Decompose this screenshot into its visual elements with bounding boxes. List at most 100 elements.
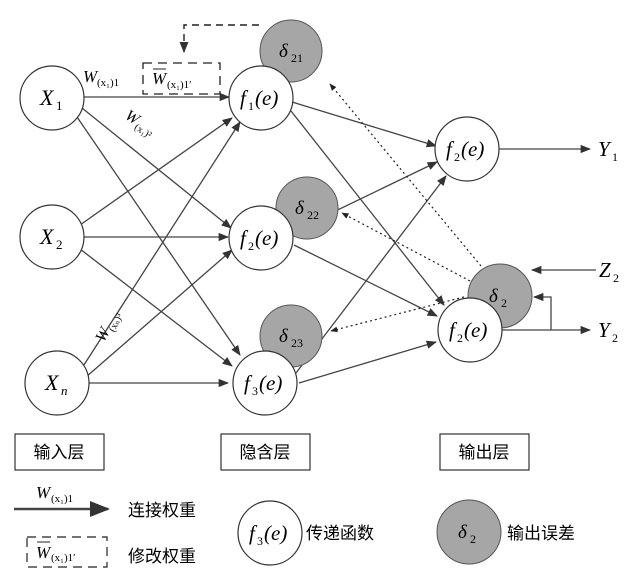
svg-text:f: f xyxy=(449,318,458,342)
label-z2: Z 2 xyxy=(599,258,619,285)
dashed-feedback-arrow xyxy=(179,24,259,54)
svg-text:X: X xyxy=(39,85,55,110)
node-x1: X 1 xyxy=(19,65,85,131)
error-backprop-arrows xyxy=(329,83,482,333)
svg-text:传递函数: 传递函数 xyxy=(306,524,374,544)
layer-label-output: 输出层 xyxy=(439,433,530,471)
conn-h1-o2 xyxy=(290,110,445,306)
legend-output-error: δ 2 输出误差 xyxy=(436,499,575,565)
legend-transfer-function: f 3 (e) 传递函数 xyxy=(237,500,374,566)
input-hidden-connections xyxy=(76,92,241,388)
node-xn: X n xyxy=(24,350,90,416)
svg-text:3: 3 xyxy=(252,384,258,398)
legend-modified-weight: W (x₁)1′ 修改权重 xyxy=(26,536,196,568)
svg-text:(e): (e) xyxy=(461,137,484,161)
legend-connection-weight: W (x₁)1 连接权重 xyxy=(14,483,196,521)
svg-text:23: 23 xyxy=(291,336,303,350)
svg-text:2: 2 xyxy=(612,331,618,345)
arrow-y2-feedback xyxy=(532,292,552,330)
svg-text:W: W xyxy=(83,67,99,86)
svg-text:(xₙ)³: (xₙ)³ xyxy=(107,312,126,334)
weight-label-x1-1: W (x₁)1 xyxy=(83,67,119,89)
svg-text:2: 2 xyxy=(457,331,463,345)
svg-text:(e): (e) xyxy=(259,371,282,395)
svg-text:21: 21 xyxy=(291,51,303,65)
weight-label-x1-2: W (x₁)² xyxy=(122,107,154,141)
conn-h2-o2 xyxy=(293,244,438,317)
conn-h1-o1 xyxy=(291,101,437,148)
node-o2: f 2 (e) xyxy=(437,297,503,363)
node-x2: X 2 xyxy=(19,204,85,270)
conn-x1-h3 xyxy=(76,116,241,356)
backprop-d2-d22 xyxy=(341,212,471,282)
svg-text:n: n xyxy=(61,383,68,398)
layer-label-input: 输入层 xyxy=(14,433,105,471)
weight-label-xn-3: W (xₙ)³ xyxy=(93,312,126,345)
node-h2: f 2 (e) xyxy=(228,205,294,271)
svg-text:f: f xyxy=(244,371,253,395)
svg-text:δ: δ xyxy=(279,326,289,347)
svg-text:2: 2 xyxy=(56,237,63,252)
modified-weight-box xyxy=(142,62,221,95)
svg-text:3: 3 xyxy=(257,534,263,548)
legend: W (x₁)1 连接权重 W (x₁)1′ 修改权重 f 3 (e) 传递函数 … xyxy=(14,483,575,568)
layer-label-hidden: 隐含层 xyxy=(220,433,311,471)
conn-x1-h2 xyxy=(81,107,232,229)
svg-text:Y: Y xyxy=(598,318,612,342)
svg-text:f: f xyxy=(240,226,249,250)
svg-text:δ: δ xyxy=(489,286,499,307)
legend-dashed-box xyxy=(26,536,108,568)
node-h1: f 1 (e) xyxy=(228,65,294,131)
svg-text:2: 2 xyxy=(248,239,254,253)
conn-x2-h3 xyxy=(79,248,233,367)
svg-text:2: 2 xyxy=(613,271,619,285)
svg-text:(x₁)1′: (x₁)1′ xyxy=(167,79,192,91)
svg-text:连接权重: 连接权重 xyxy=(128,501,196,521)
svg-text:W: W xyxy=(152,69,168,88)
svg-text:W: W xyxy=(36,483,52,502)
conn-h3-o2 xyxy=(298,340,437,384)
node-h3: f 3 (e) xyxy=(232,350,298,416)
svg-text:2: 2 xyxy=(454,150,460,164)
svg-text:δ: δ xyxy=(279,41,289,62)
conn-xn-h1 xyxy=(81,121,241,369)
svg-text:2: 2 xyxy=(470,532,476,546)
svg-text:f: f xyxy=(240,86,249,110)
svg-text:(e): (e) xyxy=(464,318,487,342)
svg-text:2: 2 xyxy=(501,296,507,310)
svg-text:1: 1 xyxy=(56,98,63,113)
svg-text:修改权重: 修改权重 xyxy=(128,547,196,567)
svg-text:(e): (e) xyxy=(264,521,287,545)
svg-text:(x₁)1: (x₁)1 xyxy=(51,493,73,505)
svg-text:输出层: 输出层 xyxy=(459,443,510,463)
svg-text:δ: δ xyxy=(295,198,305,219)
svg-text:(x₁)1: (x₁)1 xyxy=(97,77,119,89)
svg-text:δ: δ xyxy=(458,522,468,543)
svg-text:输入层: 输入层 xyxy=(34,443,85,463)
svg-text:(e): (e) xyxy=(255,226,278,250)
svg-text:X: X xyxy=(39,224,55,249)
delta-21: δ 21 xyxy=(259,19,323,83)
svg-text:X: X xyxy=(44,370,60,395)
svg-text:(x₁)1′: (x₁)1′ xyxy=(51,552,76,564)
svg-text:f: f xyxy=(249,521,258,545)
svg-text:1: 1 xyxy=(612,150,618,164)
svg-text:Z: Z xyxy=(599,258,611,282)
node-o1: f 2 (e) xyxy=(434,116,500,182)
svg-text:W: W xyxy=(36,543,52,562)
conn-x2-h1 xyxy=(79,117,233,226)
weight-label-x1-1-mod: W (x₁)1′ xyxy=(152,68,192,91)
svg-text:Y: Y xyxy=(598,137,612,161)
svg-text:(e): (e) xyxy=(255,86,278,110)
svg-text:1: 1 xyxy=(248,99,254,113)
conn-xn-h2 xyxy=(85,249,233,378)
label-y2: Y 2 xyxy=(598,318,618,345)
svg-text:(x₁)²: (x₁)² xyxy=(132,122,153,141)
svg-text:输出误差: 输出误差 xyxy=(507,524,575,544)
svg-text:22: 22 xyxy=(307,208,319,222)
svg-text:隐含层: 隐含层 xyxy=(240,443,291,463)
delta-22: δ 22 xyxy=(275,176,339,240)
label-y1: Y 1 xyxy=(598,137,618,164)
svg-text:f: f xyxy=(446,137,455,161)
